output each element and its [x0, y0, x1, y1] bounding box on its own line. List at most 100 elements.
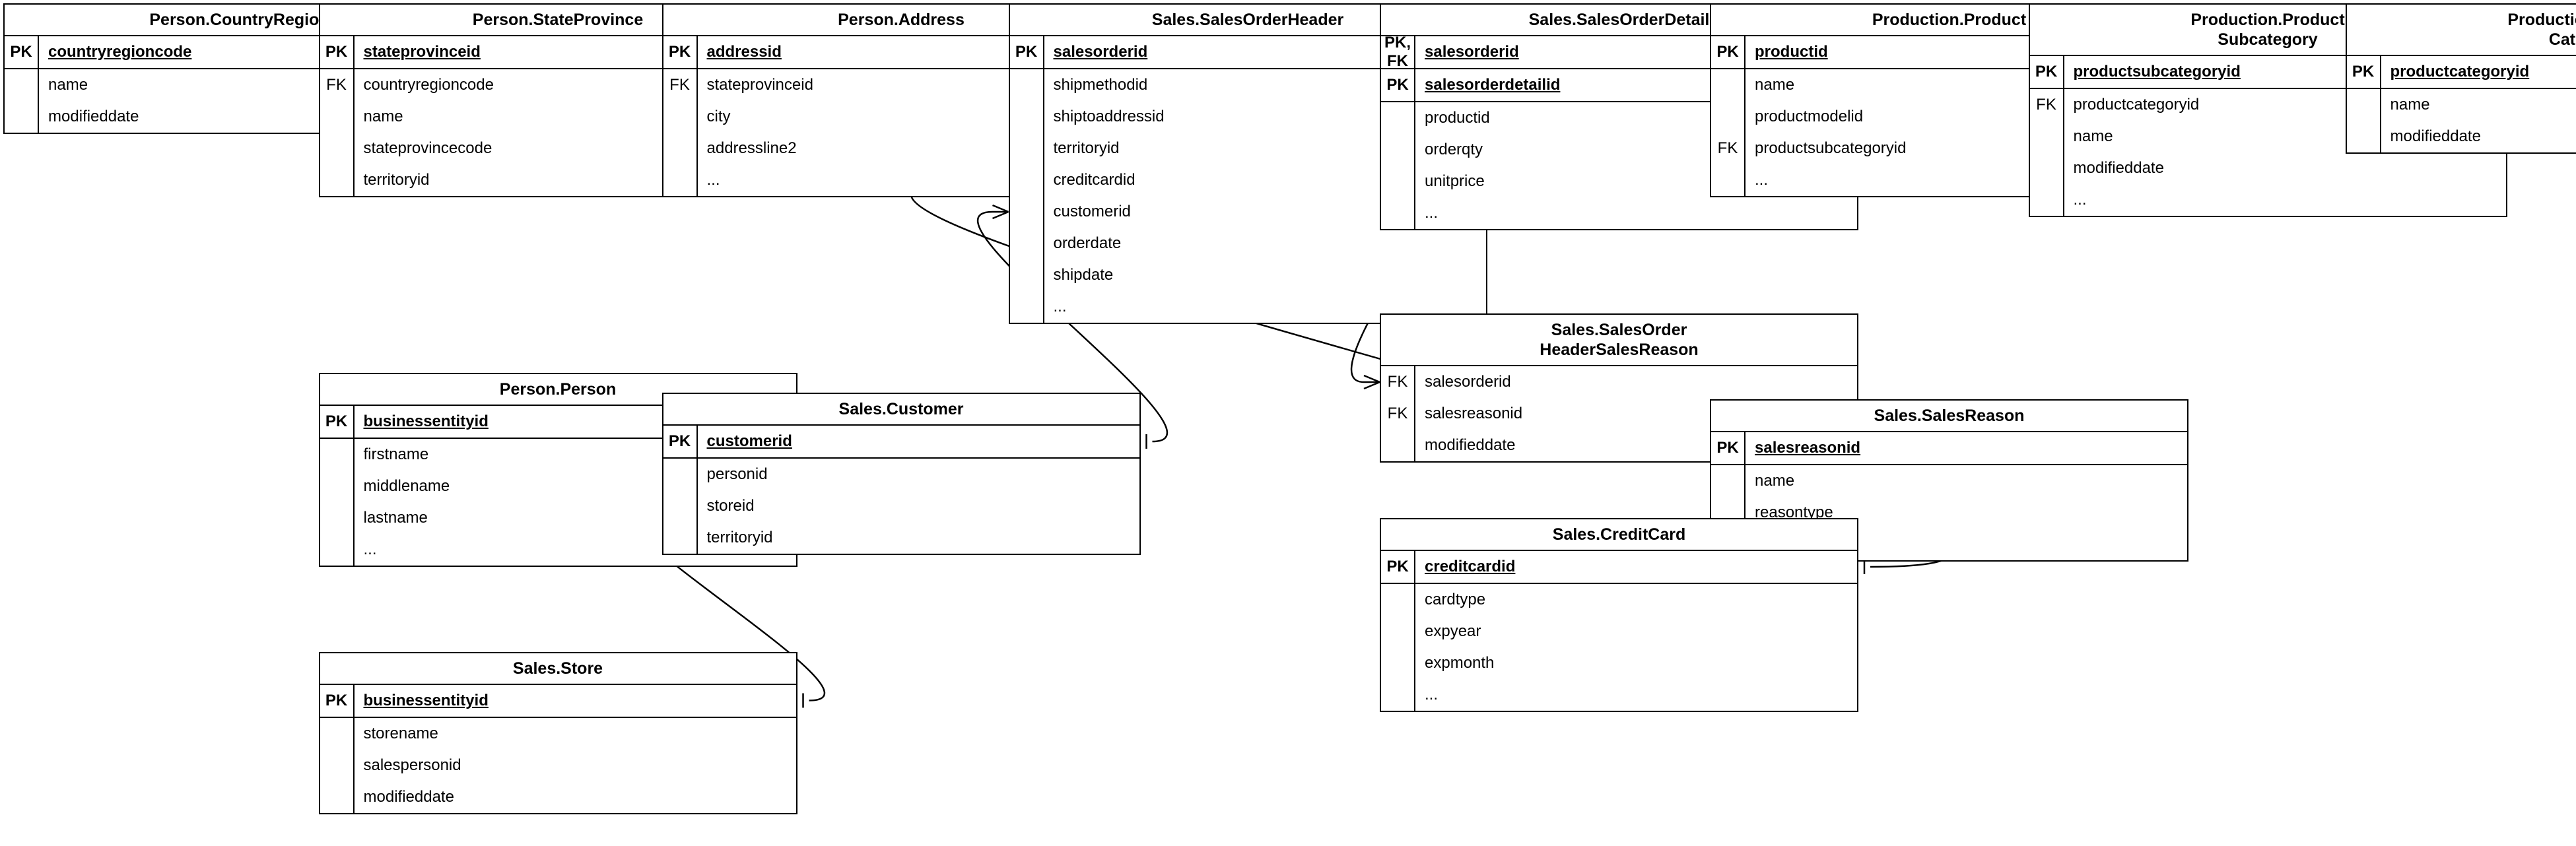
attribute-row[interactable]: personid: [663, 459, 1139, 490]
attribute-row[interactable]: expmonth: [1381, 647, 1857, 679]
entity-production-productcategory[interactable]: Production.Product CategoryPKproductcate…: [2345, 3, 2576, 154]
attribute-row[interactable]: name: [320, 101, 796, 133]
attribute-row[interactable]: ...: [1010, 291, 1486, 323]
attribute-row[interactable]: name: [1711, 465, 2187, 497]
attribute-name: territoryid: [1053, 139, 1120, 157]
attribute-name: productcategoryid: [2073, 96, 2200, 114]
attribute-name: lastname: [363, 509, 428, 527]
attribute-row[interactable]: ...: [1381, 197, 1857, 229]
attribute-row[interactable]: modifieddate: [320, 781, 796, 813]
attribute-name: shipmethodid: [1053, 76, 1148, 94]
attribute-name: productsubcategoryid: [1755, 139, 1907, 157]
attribute-row[interactable]: productid: [1381, 102, 1857, 134]
attribute-row[interactable]: shiptoaddressid: [1010, 101, 1486, 133]
attribute-row[interactable]: creditcardid: [1010, 164, 1486, 196]
attribute-name: cardtype: [1425, 591, 1486, 608]
key-label: [1010, 69, 1044, 101]
key-label: [1381, 197, 1415, 229]
attribute-row[interactable]: orderqty: [1381, 134, 1857, 166]
key-label: FK: [663, 69, 698, 101]
attribute-name: unitprice: [1425, 172, 1485, 190]
attribute-row[interactable]: name: [2030, 121, 2506, 152]
key-label: [1010, 259, 1044, 291]
attribute-row[interactable]: customerid: [1010, 196, 1486, 228]
attribute-row[interactable]: ...: [663, 164, 1139, 196]
attribute-name: middlename: [363, 477, 450, 495]
attribute-name: name: [2390, 96, 2430, 114]
key-label: PK: [5, 36, 39, 68]
attribute-row[interactable]: territoryid: [1010, 133, 1486, 164]
attribute-row[interactable]: ...: [1381, 679, 1857, 711]
entity-title: Sales.SalesOrderDetail: [1381, 5, 1857, 36]
attribute-row[interactable]: name: [1711, 69, 2187, 101]
attribute-row[interactable]: productmodelid: [1711, 101, 2187, 133]
entity-title: Person.Address: [663, 5, 1139, 36]
attribute-row[interactable]: lastname: [320, 502, 796, 534]
attribute-row[interactable]: city: [663, 101, 1139, 133]
key-label: [5, 69, 39, 101]
attribute-name: ...: [363, 540, 377, 558]
attribute-row[interactable]: orderdate: [1010, 228, 1486, 259]
key-label: [1711, 465, 1746, 497]
attribute-row[interactable]: shipmethodid: [1010, 69, 1486, 101]
attribute-row[interactable]: cardtype: [1381, 584, 1857, 616]
key-label: [1381, 584, 1415, 616]
attribute-row[interactable]: name: [5, 69, 474, 101]
attribute-row[interactable]: ...: [1711, 164, 2187, 196]
attribute-row[interactable]: firstname: [320, 439, 796, 471]
key-label: [1010, 133, 1044, 164]
attribute-row[interactable]: modifieddate: [5, 101, 474, 133]
attribute-row[interactable]: addressline2: [663, 133, 1139, 164]
attribute-name: modifieddate: [363, 787, 454, 806]
key-label: [320, 534, 355, 566]
attribute-row[interactable]: shipdate: [1010, 259, 1486, 291]
attribute-row[interactable]: stateprovincecode: [320, 133, 796, 164]
attribute-row[interactable]: FK stateprovinceid: [663, 69, 1139, 101]
attribute-row[interactable]: expyear: [1381, 616, 1857, 647]
attribute-row[interactable]: territoryid: [663, 522, 1139, 554]
key-label: PK: [2347, 56, 2381, 88]
key-label: [320, 781, 355, 813]
attribute-name: stateprovinceid: [706, 76, 813, 94]
attribute-row[interactable]: unitprice: [1381, 166, 1857, 197]
attribute-row[interactable]: territoryid: [320, 164, 796, 196]
attribute-row[interactable]: ...: [320, 534, 796, 566]
attribute-row[interactable]: storeid: [663, 490, 1139, 522]
attribute-row[interactable]: ...: [2030, 184, 2506, 216]
attribute-row[interactable]: modifieddate: [2030, 152, 2506, 184]
attribute-row[interactable]: middlename: [320, 471, 796, 502]
attribute-row[interactable]: storename: [320, 717, 796, 750]
attribute-row[interactable]: modifieddate: [2347, 121, 2576, 152]
attribute-row[interactable]: modifieddate: [1381, 430, 1857, 461]
attribute-row[interactable]: name: [2347, 89, 2576, 121]
attribute-row[interactable]: salespersonid: [320, 749, 796, 781]
key-label: [320, 439, 355, 471]
attribute-name: salesreasonid: [1425, 405, 1523, 422]
